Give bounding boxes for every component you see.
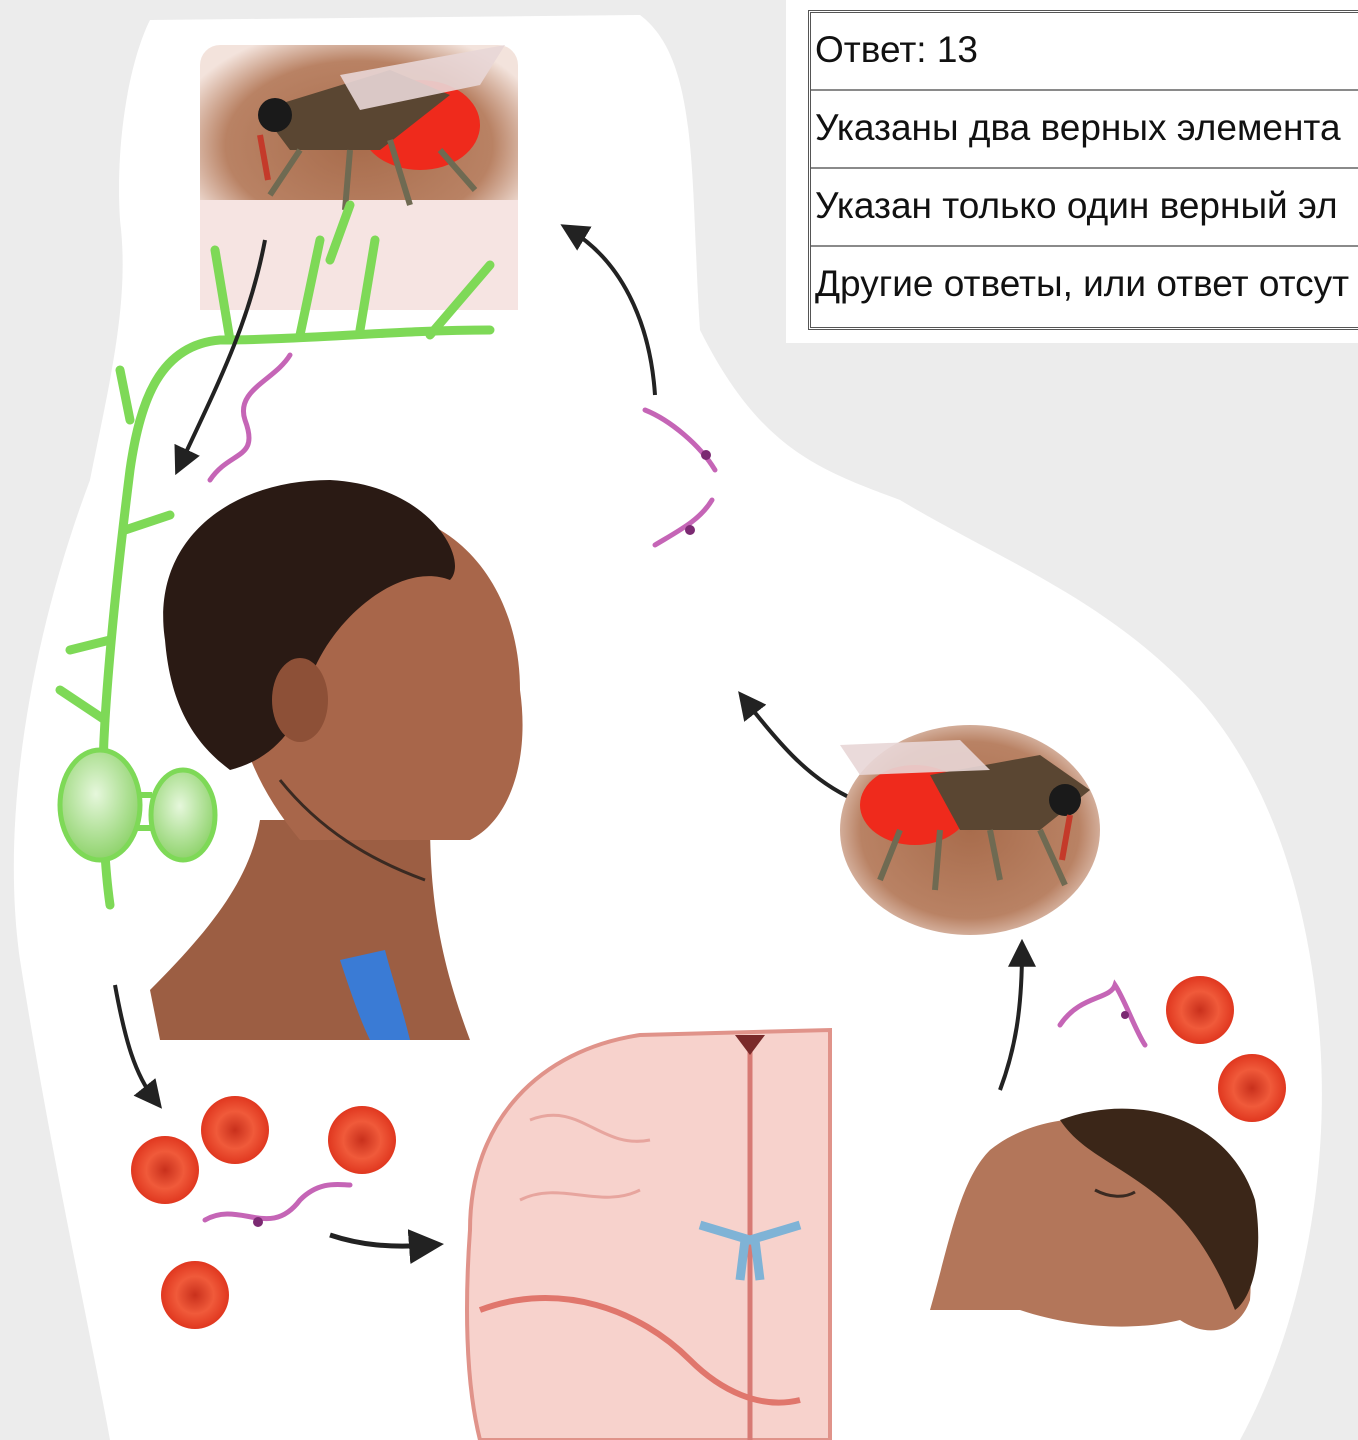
- criteria-row-two-correct: Указаны два верных элемента: [811, 91, 1358, 169]
- tsetse-fly-icon-2: [840, 725, 1100, 935]
- criteria-row-other: Другие ответы, или ответ отсут: [811, 247, 1358, 327]
- tsetse-fly-icon: [200, 45, 518, 310]
- answer-table: Ответ: 13 Указаны два верных элемента Ук…: [808, 10, 1358, 330]
- criteria-text: Другие ответы, или ответ отсут: [815, 263, 1349, 304]
- criteria-row-one-correct: Указан только один верный эл: [811, 169, 1358, 247]
- criteria-text: Указаны два верных элемента: [815, 107, 1341, 148]
- answer-row: Ответ: 13: [811, 13, 1358, 91]
- criteria-text: Указан только один верный эл: [815, 185, 1338, 226]
- brain-section-icon: [467, 1030, 830, 1440]
- answer-text: Ответ: 13: [815, 29, 978, 70]
